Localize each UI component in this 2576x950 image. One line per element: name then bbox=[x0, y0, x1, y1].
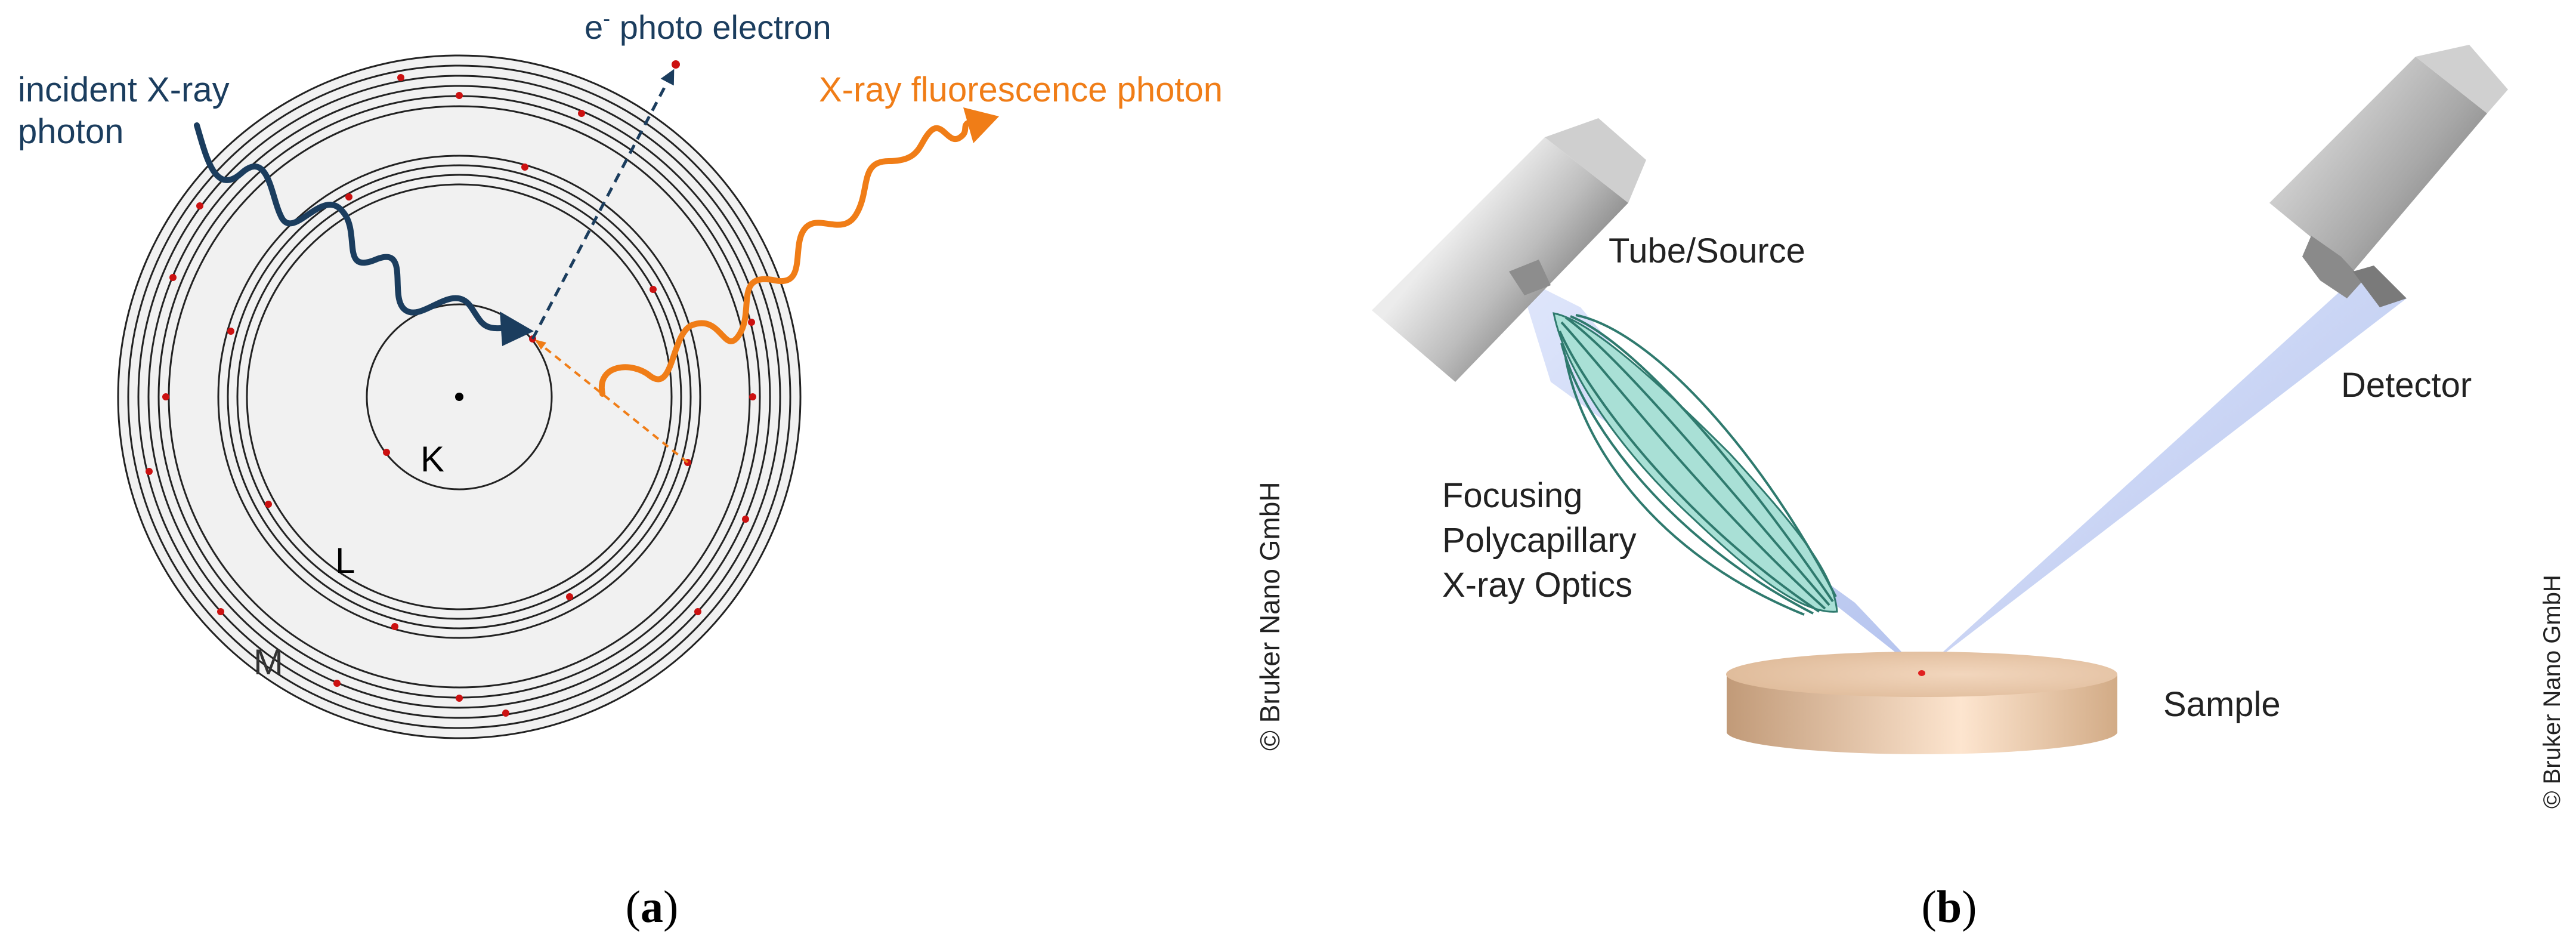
fluorescence-photon-arrowhead bbox=[963, 107, 999, 143]
copyright-a: © Bruker Nano GmbH bbox=[1254, 482, 1285, 751]
electron bbox=[227, 328, 234, 335]
electron bbox=[333, 680, 341, 687]
optics-label-line2: Polycapillary bbox=[1442, 521, 1637, 560]
polycapillary-optic bbox=[1553, 312, 1838, 613]
fluorescence-photon-wave bbox=[598, 119, 972, 397]
shell-label-l: L bbox=[335, 541, 355, 581]
electron bbox=[456, 92, 463, 99]
tube-source-label: Tube/Source bbox=[1609, 232, 1805, 270]
electron bbox=[217, 608, 224, 615]
sample-disk bbox=[1726, 652, 2117, 754]
shell-label-k: K bbox=[420, 439, 444, 479]
incident-label-line2: photon bbox=[18, 112, 123, 151]
shell-label-m: M bbox=[253, 642, 283, 682]
detector-body bbox=[2269, 45, 2508, 307]
electron bbox=[456, 695, 463, 702]
photo-electron-arrow bbox=[531, 69, 675, 340]
incident-photon-arrowhead bbox=[500, 311, 534, 346]
sample-label: Sample bbox=[2163, 685, 2281, 724]
caption-b: (b) bbox=[1922, 882, 1977, 932]
copyright-b: © Bruker Nano GmbH bbox=[2539, 575, 2565, 809]
l-shell-rings bbox=[217, 155, 701, 639]
electron bbox=[196, 202, 203, 209]
electron bbox=[383, 449, 390, 456]
electron bbox=[694, 608, 701, 615]
electron-charge: - bbox=[603, 6, 610, 30]
electron bbox=[345, 193, 352, 201]
nucleus bbox=[455, 393, 463, 401]
electron bbox=[169, 274, 177, 281]
incident-photon-wave bbox=[194, 122, 516, 332]
caption-a: (a) bbox=[626, 882, 679, 932]
electron bbox=[578, 110, 585, 117]
electrons bbox=[146, 74, 756, 717]
electron bbox=[162, 393, 169, 400]
electron bbox=[742, 516, 749, 523]
electron-symbol: e bbox=[585, 8, 603, 46]
electron bbox=[146, 468, 153, 475]
fluorescence-label: X-ray fluorescence photon bbox=[819, 70, 1223, 109]
electron bbox=[265, 501, 272, 508]
electron bbox=[521, 164, 528, 171]
photo-electron-text: photo electron bbox=[610, 8, 831, 46]
electron bbox=[650, 286, 657, 293]
atom-diagram bbox=[117, 54, 999, 739]
ejected-electron bbox=[672, 60, 680, 69]
xray-tube bbox=[1372, 118, 1646, 382]
electron bbox=[748, 319, 755, 326]
electron bbox=[502, 710, 509, 717]
electron bbox=[397, 74, 404, 81]
transition-arrowhead bbox=[535, 340, 546, 350]
k-shell-ring bbox=[366, 303, 553, 491]
detection-cone bbox=[1924, 272, 2407, 670]
electron bbox=[566, 593, 573, 600]
optics-label-line1: Focusing bbox=[1442, 476, 1582, 515]
detector-label: Detector bbox=[2341, 366, 2472, 405]
electron bbox=[391, 623, 398, 630]
capillary-channels bbox=[1558, 314, 1837, 616]
instrument-diagram bbox=[1372, 45, 2508, 754]
electron bbox=[749, 393, 756, 400]
incident-label-line1: incident X-ray bbox=[18, 70, 230, 109]
photo-electron-label: e- photo electron bbox=[585, 6, 831, 46]
optics-label-line3: X-ray Optics bbox=[1442, 566, 1632, 604]
